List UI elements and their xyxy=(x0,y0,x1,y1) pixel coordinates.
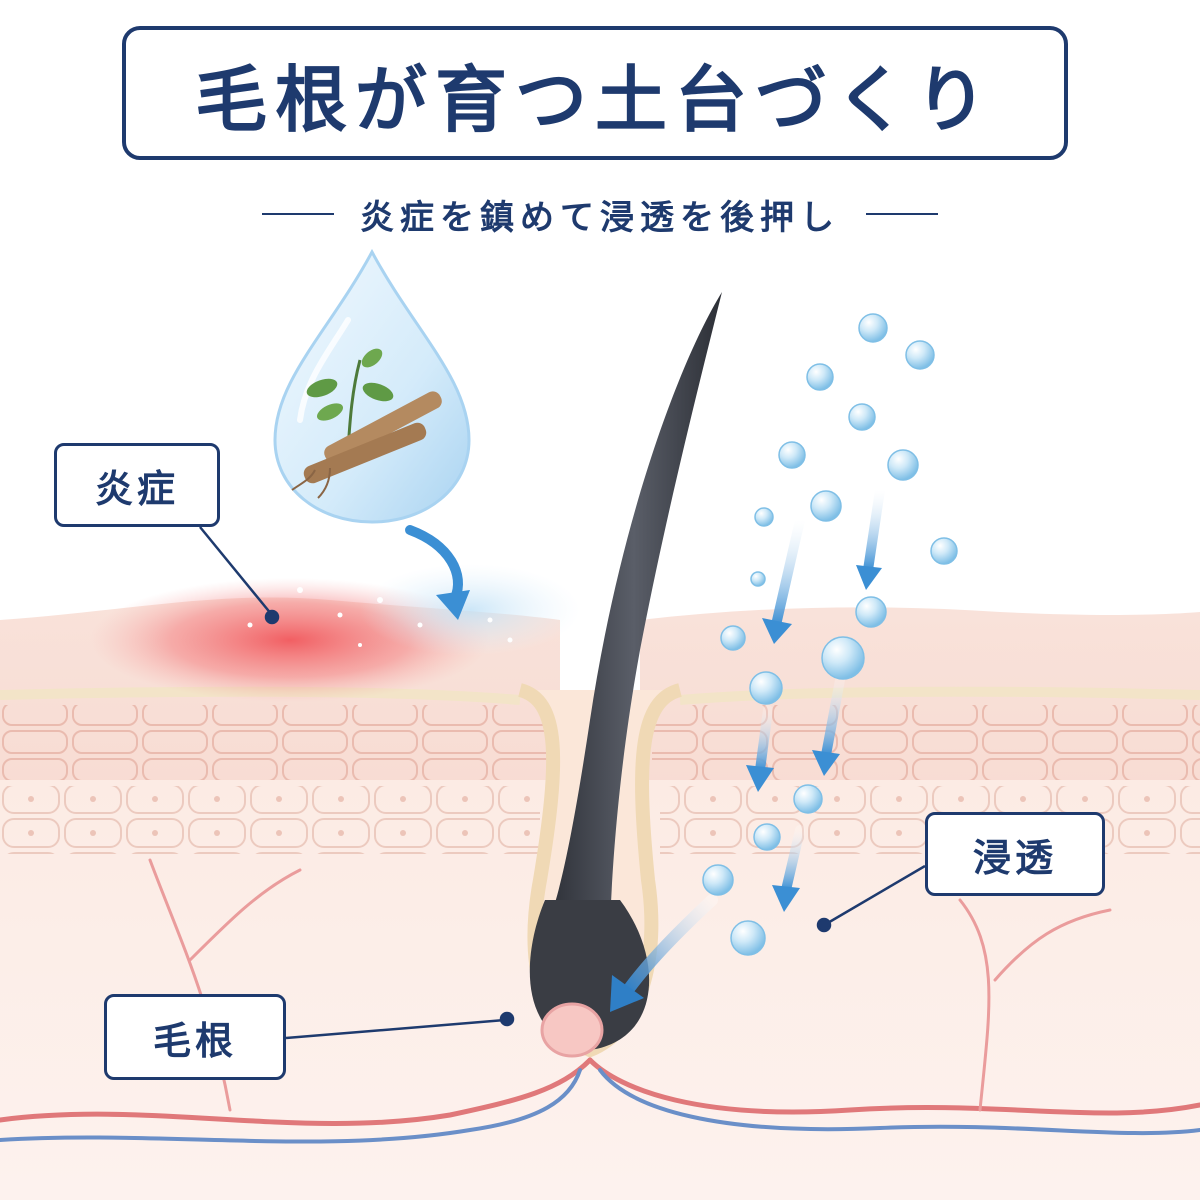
label-hair-root: 毛根 xyxy=(104,994,286,1080)
root-icon xyxy=(291,391,442,499)
page-title: 毛根が育つ土台づくり xyxy=(194,57,995,142)
subtitle-line-left xyxy=(262,213,334,215)
subtitle-line-right xyxy=(866,213,938,215)
cell-layer-lower-left xyxy=(0,786,540,854)
subtitle-row: 炎症を鎮めて浸透を後押し xyxy=(200,186,1000,242)
hair-shaft xyxy=(545,292,722,930)
label-connectors xyxy=(199,526,926,1040)
label-inflammation: 炎症 xyxy=(54,443,220,527)
dermal-papilla xyxy=(540,1002,604,1058)
soothing-area xyxy=(360,564,580,656)
title-box: 毛根が育つ土台づくり xyxy=(122,26,1068,160)
subtitle: 炎症を鎮めて浸透を後押し xyxy=(360,197,840,238)
blood-vessels xyxy=(0,858,1200,1144)
label-penetration: 浸透 xyxy=(925,812,1105,896)
arrow-icon xyxy=(405,485,885,1012)
cell-layer-upper-left xyxy=(0,705,548,785)
layer-boundary-line-right xyxy=(679,686,1200,705)
bubble-icon xyxy=(702,313,958,956)
cell-layer-upper-right xyxy=(652,705,1200,785)
